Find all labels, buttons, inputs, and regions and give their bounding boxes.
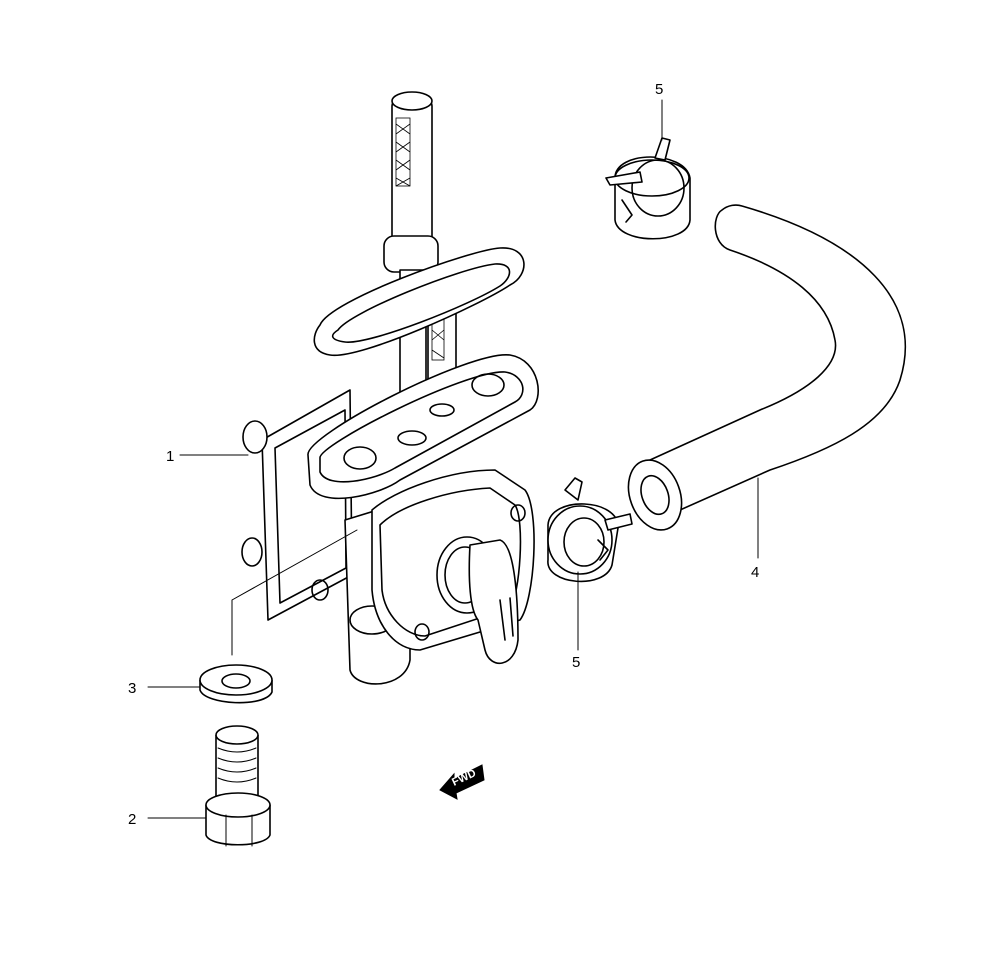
part-1-fuel-cock <box>241 91 539 685</box>
part-3-washer <box>199 664 273 704</box>
callout-3: 3 <box>128 680 136 697</box>
callout-2: 2 <box>128 811 136 828</box>
callout-4: 4 <box>751 564 759 581</box>
callout-1: 1 <box>166 448 174 465</box>
part-5-hose-clamp-top <box>605 137 691 240</box>
callout-5-top: 5 <box>655 81 663 98</box>
fwd-indicator: FWD <box>439 764 485 800</box>
leader-lines <box>147 99 759 819</box>
strainer-gasket <box>313 247 525 357</box>
callout-5-bottom: 5 <box>572 654 580 671</box>
part-4-fuel-hose <box>627 204 906 531</box>
part-5-hose-clamp-bottom <box>547 477 633 583</box>
part-2-bolt <box>205 725 271 847</box>
valve-lever <box>371 469 535 665</box>
arrow-left-icon <box>439 764 485 800</box>
